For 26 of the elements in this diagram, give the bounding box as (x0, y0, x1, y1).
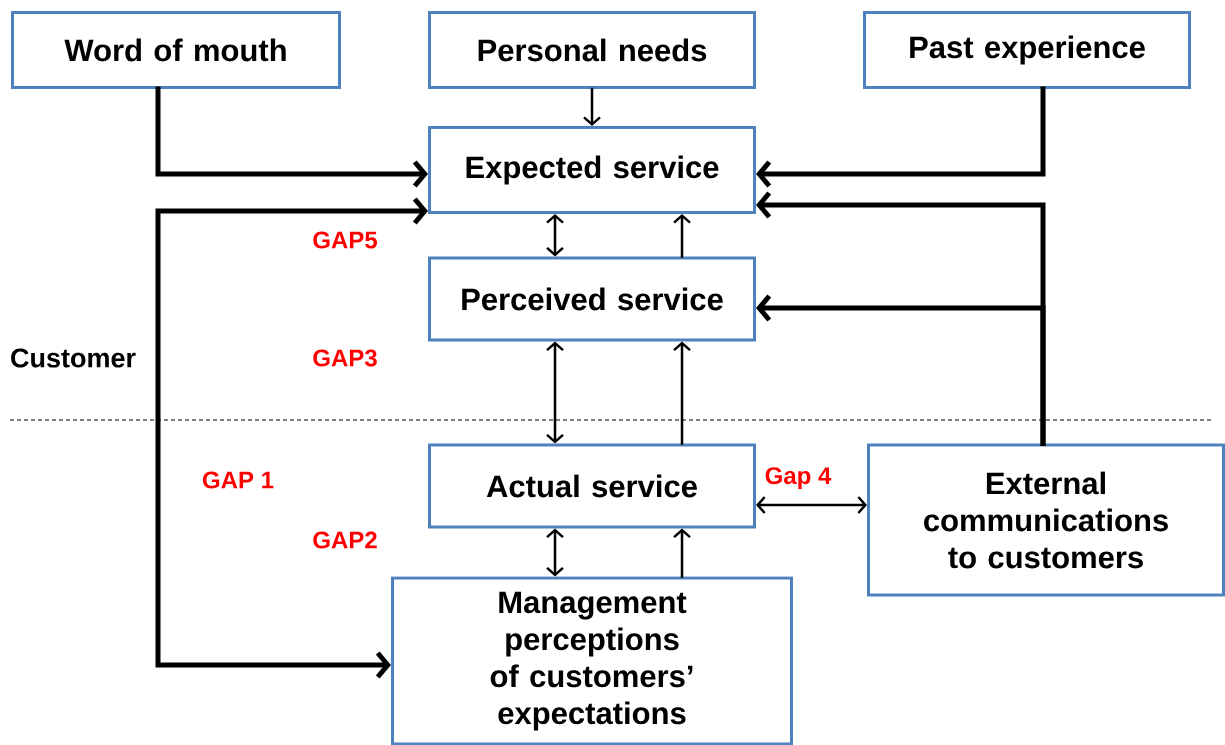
process-box: External communications to customers (867, 443, 1225, 597)
process-box: Perceived service (428, 256, 756, 342)
process-box: Actual service (428, 443, 756, 529)
arrow (673, 341, 691, 445)
edge-label: Gap 4 (763, 466, 833, 490)
arrow (155, 86, 428, 188)
process-box: Management perceptions of customers’ expectations (391, 576, 793, 745)
process-box: Word of mouth (11, 11, 341, 89)
process-box: Personal needs (428, 11, 756, 89)
gap-label: GAP2 (313, 531, 377, 549)
arrow (756, 496, 867, 514)
gap-label: GAP 1 (203, 471, 274, 489)
side-label: Customer (11, 348, 136, 368)
arrow (756, 294, 1046, 446)
gap-label: GAP3 (313, 349, 377, 367)
arrow (583, 87, 601, 126)
gap-label: GAP5 (313, 231, 377, 249)
arrow (756, 86, 1046, 188)
arrow (546, 528, 564, 577)
arrow (546, 341, 564, 444)
process-box: Past experience (863, 11, 1191, 89)
process-box: Expected service (428, 126, 756, 214)
arrow (673, 528, 691, 578)
arrow (673, 214, 691, 258)
arrow (155, 197, 428, 679)
arrow (546, 214, 564, 257)
